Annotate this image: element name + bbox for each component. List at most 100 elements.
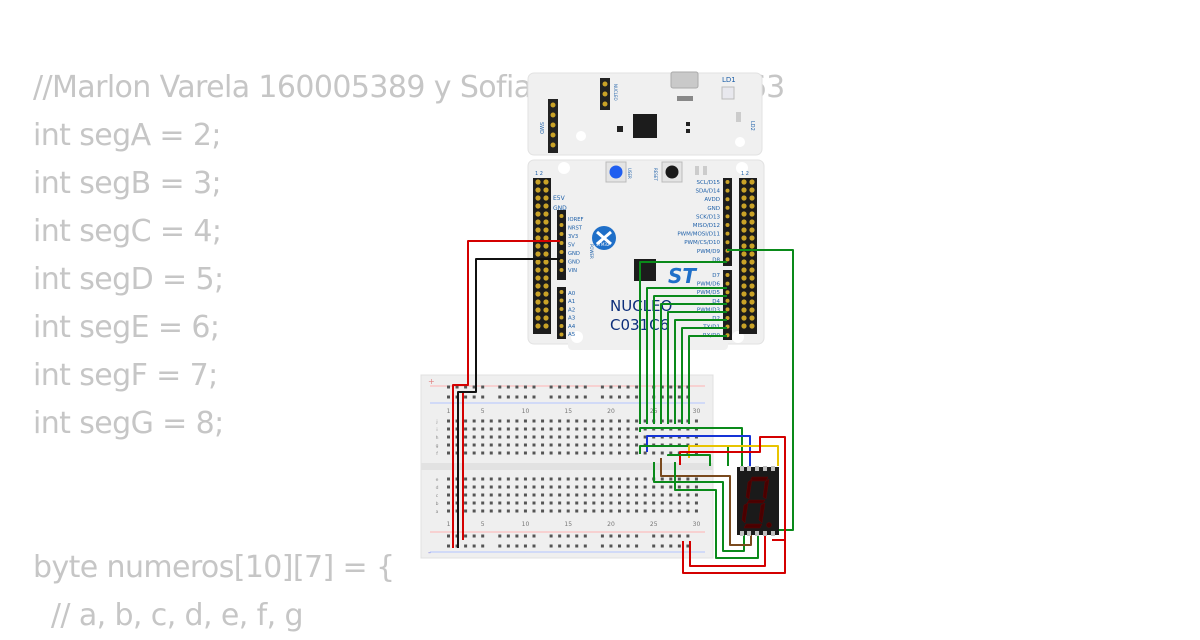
segments — [741, 476, 772, 529]
column-number: 20 — [607, 521, 615, 528]
digital-pin-label: PWM/D3 — [697, 307, 721, 313]
digital-pin-label: PWM/D6 — [697, 282, 721, 288]
digital-pin-label: D8 — [712, 257, 720, 263]
column-number: 20 — [607, 408, 615, 415]
row-letter: b — [436, 501, 439, 507]
column-number: 5 — [481, 521, 485, 528]
column-number: 10 — [522, 521, 530, 528]
analog-pin-label: A1 — [568, 299, 575, 305]
code-line: int segG = 8; — [33, 406, 224, 441]
vcp-label: NUCLEO — [613, 84, 618, 101]
code-line: // a, b, c, d, e, f, g — [33, 598, 304, 633]
power-pin-label: GND — [568, 251, 580, 257]
wire-d2-green[interactable] — [674, 319, 727, 424]
wire-5v-red[interactable] — [452, 240, 560, 548]
gnd-top-label: GND — [553, 205, 567, 212]
segment-a — [749, 476, 769, 482]
digital-pin-label: GND — [707, 206, 720, 212]
column-number: 1 — [447, 521, 451, 528]
row-letter: g — [436, 444, 439, 449]
code-line: int segD = 5; — [33, 262, 224, 297]
wire-green-extra1[interactable] — [681, 327, 727, 424]
power-pin-label: GND — [568, 260, 580, 266]
digital-pin-label: PWM/D5 — [697, 290, 721, 296]
digital-pin-label: D4 — [712, 299, 720, 305]
swd-header: SWD — [538, 99, 558, 153]
wire-d6-green[interactable] — [646, 287, 727, 424]
svg-text:+: + — [428, 377, 435, 386]
swd-label: SWD — [538, 122, 544, 134]
wire-d3-green[interactable] — [667, 311, 727, 424]
right-morpho-header — [739, 178, 757, 334]
digital-pin-label: PWM/MOSI/D11 — [677, 232, 720, 238]
row-letter: i — [436, 427, 437, 433]
code-line: int segC = 4; — [33, 214, 222, 249]
analog-pin-label: A3 — [568, 316, 576, 322]
power-pin-label: IOREF — [568, 217, 583, 223]
digital-header-top — [723, 178, 732, 266]
wire-gnd-black[interactable] — [457, 258, 560, 548]
wire-gnd-red-bottom2[interactable] — [682, 540, 786, 574]
left-header-number: 1 2 — [535, 171, 543, 177]
segment-c — [758, 502, 766, 524]
breadboard-holes — [447, 385, 698, 548]
column-number: 25 — [650, 521, 658, 528]
ld1-label: LD1 — [722, 76, 736, 84]
board-name-line1: NUCLEO — [610, 297, 672, 315]
wire-d7-green[interactable] — [639, 261, 727, 424]
column-number: 1 — [447, 408, 451, 415]
wire-seg-green-c[interactable] — [667, 454, 711, 466]
reset-label: RESET — [653, 168, 658, 181]
wire-d8-green[interactable] — [727, 249, 794, 531]
analog-pin-label: A0 — [568, 291, 576, 297]
usb-connector — [670, 71, 699, 89]
analog-pin-label: A4 — [568, 324, 576, 330]
digital-header-bottom — [723, 270, 732, 340]
column-number: 30 — [693, 521, 701, 528]
power-pin-label: 3V3 — [568, 234, 578, 240]
ld2-label: LD2 — [749, 121, 755, 131]
segment-b — [762, 478, 770, 500]
ld1-led — [721, 86, 735, 100]
e5v-label: E5V — [553, 195, 566, 202]
column-number: 15 — [564, 408, 572, 415]
seven-segment-display[interactable] — [737, 466, 779, 536]
wire-d4-green[interactable] — [660, 303, 727, 424]
row-letter: d — [436, 485, 439, 491]
stm32-logo: STM32 — [592, 226, 616, 250]
right-header-number: 1 2 — [741, 171, 749, 177]
digital-pin-label: PWM/D9 — [697, 249, 721, 255]
user-button[interactable]: USER — [605, 161, 632, 183]
wire-gnd-red-bottom[interactable] — [689, 535, 766, 567]
digital-pin-label: SCL/D15 — [697, 180, 721, 186]
wire-seg-green-b[interactable] — [639, 445, 729, 466]
digital-pin-label: SCK/D13 — [696, 214, 721, 220]
wire-seg-green-e[interactable] — [674, 462, 759, 559]
nucleo-board[interactable]: LD1 LD2 SWD NUCLEO USER RESET — [527, 71, 765, 350]
digital-pin-label: MISO/D12 — [693, 223, 720, 229]
segment-g — [746, 499, 766, 504]
segment-f — [745, 478, 753, 500]
column-number: 5 — [481, 408, 485, 415]
code-line: byte numeros[10][7] = { — [33, 550, 395, 585]
digital-pin-label: PWM/CS/D10 — [684, 240, 720, 246]
column-number: 30 — [693, 408, 701, 415]
code-line: int segE = 6; — [33, 310, 220, 345]
wire-green-extra2[interactable] — [688, 335, 727, 424]
reset-button[interactable]: RESET — [653, 161, 683, 183]
wire-seg-brown[interactable] — [660, 458, 752, 546]
power-pin-label: VIN — [568, 268, 577, 274]
wire-d5-green[interactable] — [653, 295, 727, 424]
svg-text:-: - — [428, 548, 431, 557]
row-letter: j — [435, 419, 437, 425]
segment-e — [741, 502, 749, 524]
analog-header — [557, 287, 566, 339]
user-label: USER — [627, 168, 632, 179]
left-morpho-header — [533, 178, 551, 334]
digital-pin-label: AVDD — [704, 197, 720, 203]
wire-seg-green-d[interactable] — [653, 462, 745, 552]
st-logo: ST — [668, 264, 697, 288]
